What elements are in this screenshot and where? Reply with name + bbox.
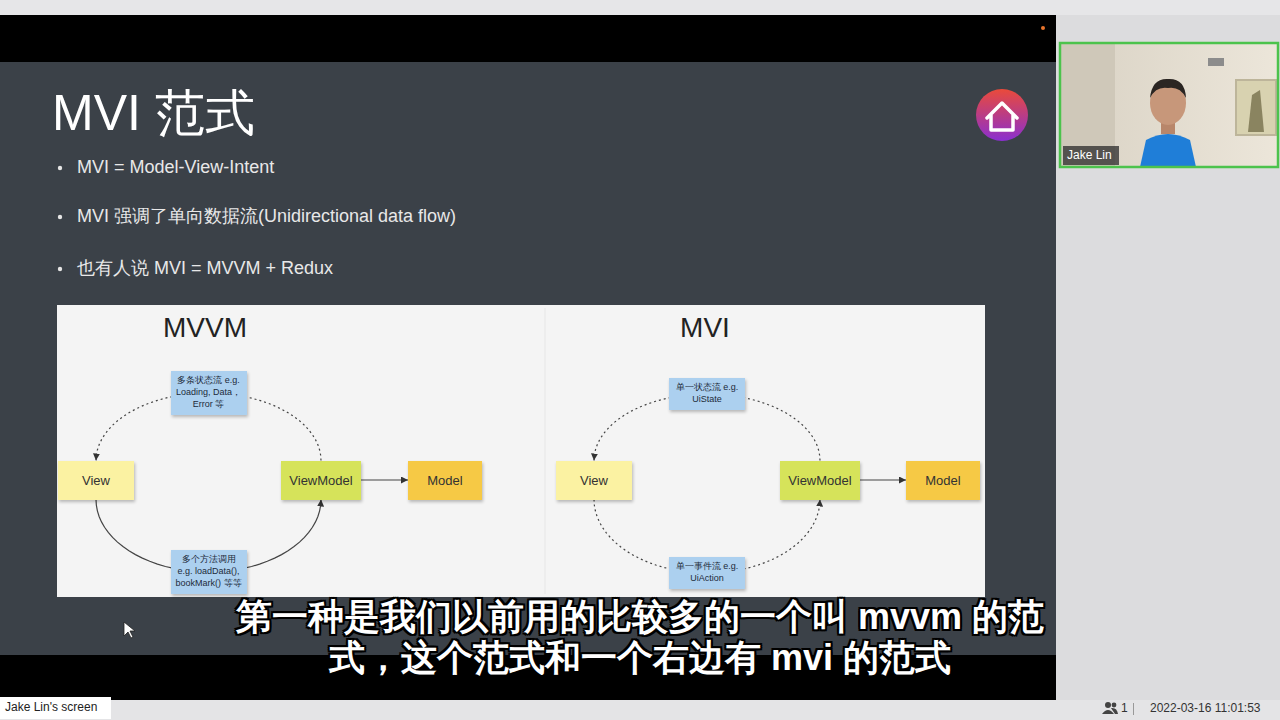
bullet-dot — [58, 267, 62, 271]
bullet-dot — [58, 215, 62, 219]
side-panel — [1056, 15, 1280, 700]
node-label: ViewModel — [289, 473, 352, 488]
video-subtitle: 第一种是我们以前用的比较多的一个叫 mvvm 的范式，这个范式和一个右边有 mv… — [220, 596, 1060, 679]
participant-name: Jake Lin — [1067, 149, 1112, 163]
separator — [1133, 703, 1134, 715]
screen-share-name: Jake Lin's screen — [5, 701, 97, 715]
bullet-text: MVI = Model-View-Intent — [77, 157, 274, 178]
flow-arrow — [860, 479, 906, 480]
node-label: Model — [925, 473, 960, 488]
webcam-thumbnail — [1060, 43, 1278, 167]
viewmodel-box: ViewModel — [780, 461, 860, 500]
sticky-note: 单一事件流 e.g. UiAction — [669, 557, 745, 588]
node-label: View — [580, 473, 608, 488]
window-top-bar — [0, 0, 1280, 15]
participant-count: 1 — [1121, 702, 1128, 716]
model-box: Model — [906, 461, 980, 500]
node-label: Model — [427, 473, 462, 488]
diagram-heading: MVI — [680, 312, 730, 344]
bottom-bar — [0, 700, 1280, 720]
diagram-heading: MVVM — [163, 312, 247, 344]
panel-divider — [545, 308, 546, 594]
bullet-text: MVI 强调了单向数据流(Unidirectional data flow) — [77, 206, 456, 227]
flow-arrow — [361, 479, 408, 480]
node-label: ViewModel — [788, 473, 851, 488]
node-label: View — [82, 473, 110, 488]
screen-name-tag — [0, 697, 111, 719]
participants-icon — [1102, 702, 1118, 714]
view-box: View — [58, 461, 134, 500]
status-dot — [1041, 26, 1045, 30]
mouse-cursor — [124, 622, 135, 638]
slide — [0, 62, 1056, 655]
timestamp: 2022-03-16 11:01:53 — [1150, 702, 1261, 716]
viewmodel-box: ViewModel — [281, 461, 361, 500]
logo-icon — [976, 89, 1028, 141]
diagram-panel — [57, 305, 985, 597]
bullet-text: 也有人说 MVI = MVVM + Redux — [77, 258, 333, 279]
sticky-note: 多个方法调用 e.g. loadData(), bookMark() 等等 — [171, 550, 247, 593]
view-box: View — [556, 461, 632, 500]
bullet-dot — [58, 166, 62, 170]
sticky-note: 单一状态流 e.g. UiState — [669, 378, 745, 409]
sticky-note: 多条状态流 e.g. Loading, Data，Error 等 — [171, 371, 247, 414]
model-box: Model — [408, 461, 482, 500]
slide-title: MVI 范式 — [52, 80, 255, 147]
